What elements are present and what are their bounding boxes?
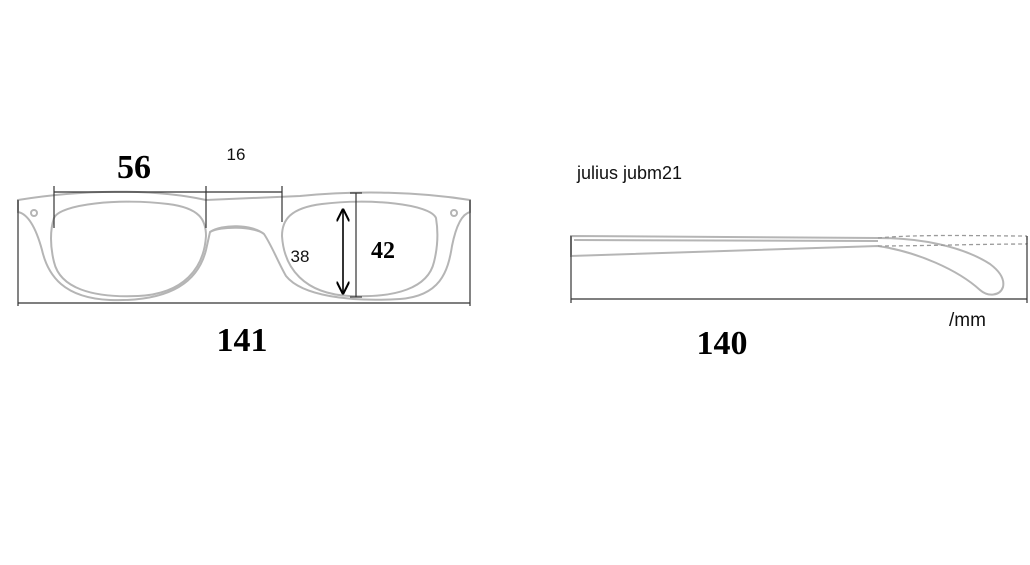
temple-arm-inner-line [573,239,879,242]
total-width-label: 141 [217,322,268,359]
model-name-label: julius jubm21 [576,163,682,183]
lens-height-inner-label: 38 [291,247,310,266]
front-frame-outline [17,190,471,302]
bridge-outline [209,226,265,235]
left-hinge-rivet [30,209,38,217]
right-hinge-rivet [450,209,458,217]
temple-tip-dashed-outline [877,234,1028,247]
lens-width-label: 56 [117,149,151,186]
lens-height-outer-label: 42 [371,238,395,264]
left-lens-outline [50,200,208,298]
side-view: julius jubm21 140 /mm [570,163,1028,362]
front-view: 56 16 38 42 141 [17,145,471,359]
bridge-width-label: 16 [227,145,246,164]
right-lens-outline [280,200,439,298]
unit-label: /mm [949,310,986,331]
temple-arm-outline [570,234,1005,296]
temple-length-label: 140 [697,325,748,362]
